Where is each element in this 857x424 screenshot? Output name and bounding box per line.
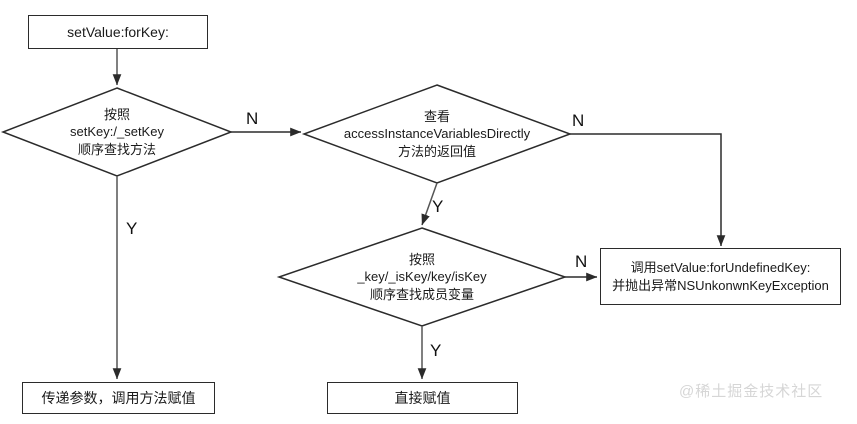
edge-label-ivar-no: N [575, 252, 588, 271]
diamond-setter-shape [0, 87, 234, 177]
diamond-access-ivars-shape [301, 84, 573, 184]
edge-label-access-no: N [572, 111, 585, 130]
node-action-undefined-key-line-2: 并抛出异常NSUnkonwnKeyException [612, 277, 829, 293]
node-start-label: setValue:forKey: [67, 23, 169, 40]
node-action-direct-assign[interactable]: 直接赋值 [327, 382, 518, 414]
node-start[interactable]: setValue:forKey: [28, 15, 208, 49]
node-action-undefined-key[interactable]: 调用setValue:forUndefinedKey: 并抛出异常NSUnkon… [600, 248, 841, 305]
watermark: @稀土掘金技术社区 [679, 383, 824, 400]
edge-label-setter-no: N [246, 109, 259, 128]
node-action-call-setter[interactable]: 传递参数，调用方法赋值 [22, 382, 215, 414]
edge-label-setter-yes: Y [126, 219, 138, 238]
node-action-direct-assign-label: 直接赋值 [394, 389, 451, 406]
diamond-ivar-lookup-shape [276, 227, 568, 327]
edge-access-no-to-undefined-key [570, 133, 726, 247]
edge-label-ivar-yes: Y [430, 341, 442, 360]
edge-access-yes-to-ivar-lookup [421, 182, 438, 226]
node-action-call-setter-label: 传递参数，调用方法赋值 [41, 389, 196, 406]
node-action-undefined-key-line-1: 调用setValue:forUndefinedKey: [630, 259, 811, 275]
edge-label-access-yes: Y [432, 197, 444, 216]
